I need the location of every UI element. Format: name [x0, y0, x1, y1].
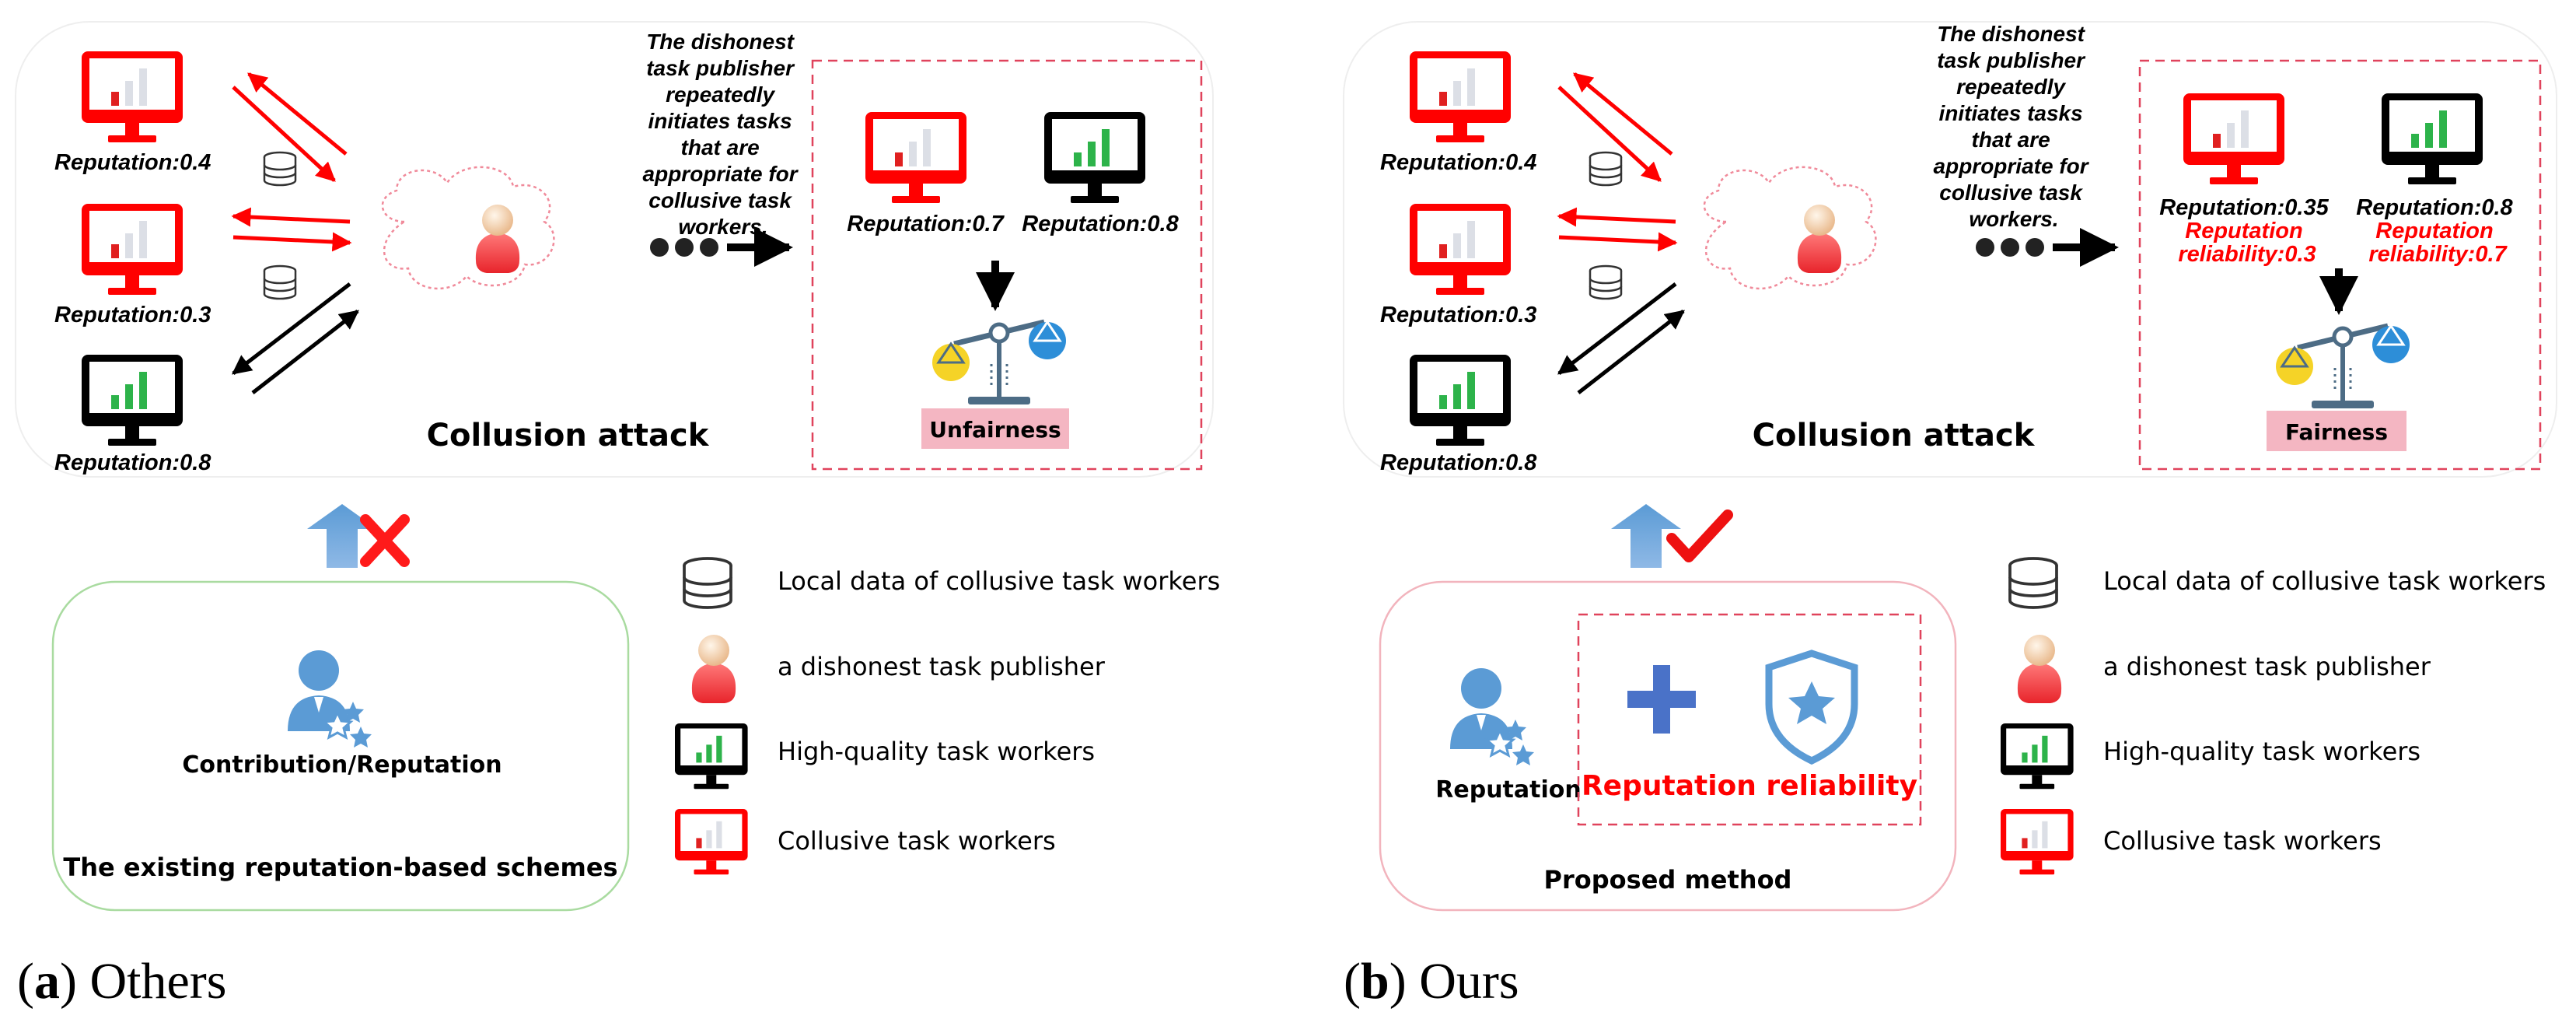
scheme-person-label: Contribution/Reputation [182, 751, 502, 779]
legend-label-4: Collusive task workers [778, 826, 1056, 856]
arrows-black [1557, 282, 1685, 394]
arrows-red [231, 72, 352, 252]
verdict-badge [2267, 411, 2406, 451]
database-icon [263, 151, 297, 187]
worker-reputation-1: Reputation:0.4 [54, 150, 211, 175]
arrows-black [232, 282, 359, 394]
box-left-reputation: Reputation:0.35 Reputation reliability:0… [2159, 195, 2335, 267]
worker-reputation-1: Reputation:0.4 [1380, 150, 1536, 175]
approved-indicator [1611, 504, 1733, 568]
story-text: The dishonest task publisher repeatedly … [643, 30, 804, 239]
worker-reputation-2: Reputation:0.3 [1380, 303, 1536, 327]
dishonest-publisher-icon [691, 635, 736, 703]
box-left-reputation: Reputation:0.7 [847, 212, 1005, 236]
shield-star-icon [1765, 650, 1858, 765]
outcome-box [811, 59, 1203, 471]
scheme-person-label: Reputation [1435, 776, 1581, 804]
box-right-reputation: Reputation:0.8 [1022, 212, 1179, 236]
box-right-reputation: Reputation:0.8 Reputation reliability:0.… [2356, 195, 2518, 267]
worker-reputation-3: Reputation:0.8 [54, 450, 211, 475]
worker-reputation-2: Reputation:0.3 [54, 303, 211, 327]
legend: Local data of collusive task workers a d… [675, 557, 1220, 875]
ellipsis-dots [650, 238, 718, 257]
caption-b: (b) Ours [1344, 953, 1519, 1010]
honest-monitor-icon [675, 723, 748, 790]
honest-monitor-icon [2001, 723, 2074, 790]
legend-label-2: a dishonest task publisher [2103, 652, 2431, 681]
attack-label: Collusion attack [1753, 418, 2036, 453]
worker-reputation-3: Reputation:0.8 [1380, 450, 1537, 475]
database-icon [683, 557, 732, 609]
legend-label-2: a dishonest task publisher [778, 652, 1106, 681]
legend-label-1: Local data of collusive task workers [2103, 566, 2546, 596]
verdict-badge [921, 408, 1069, 449]
reliability-label: Reputation reliability [1582, 770, 1917, 802]
dishonest-publisher-icon [2017, 635, 2062, 703]
scheme-frame [51, 580, 630, 912]
collusive-monitor-icon [2001, 809, 2074, 875]
database-icon [263, 264, 297, 300]
arrows-red [1557, 72, 1678, 252]
plus-icon [1627, 665, 1696, 734]
ellipsis-dots [1976, 238, 2044, 257]
database-icon [2008, 557, 2058, 609]
legend: Local data of collusive task workers a d… [2001, 557, 2546, 875]
panel-a: Reputation:0.4 Reputation:0.3 Reputation… [15, 21, 1220, 1010]
legend-label-4: Collusive task workers [2103, 826, 2382, 856]
blocked-indicator [307, 504, 410, 568]
scheme-title: The existing reputation-based schemes [63, 853, 617, 882]
database-icon [1589, 264, 1623, 300]
legend-label-3: High-quality task workers [2103, 737, 2420, 766]
collusive-monitor-icon [675, 809, 748, 875]
legend-label-1: Local data of collusive task workers [778, 566, 1220, 596]
legend-label-3: High-quality task workers [778, 737, 1095, 766]
panel-b: Reputation:0.4 Reputation:0.3 Reputation… [1343, 21, 2557, 1010]
caption-a: (a) Others [17, 953, 226, 1010]
reliability-box [1577, 613, 1922, 826]
verdict-label: Fairness [2285, 419, 2388, 445]
verdict-label: Unfairness [929, 417, 1061, 443]
database-icon [1589, 151, 1623, 187]
scheme-title: Proposed method [1544, 865, 1792, 895]
story-text: The dishonest task publisher repeatedly … [1934, 22, 2095, 231]
attack-label: Collusion attack [427, 418, 710, 453]
